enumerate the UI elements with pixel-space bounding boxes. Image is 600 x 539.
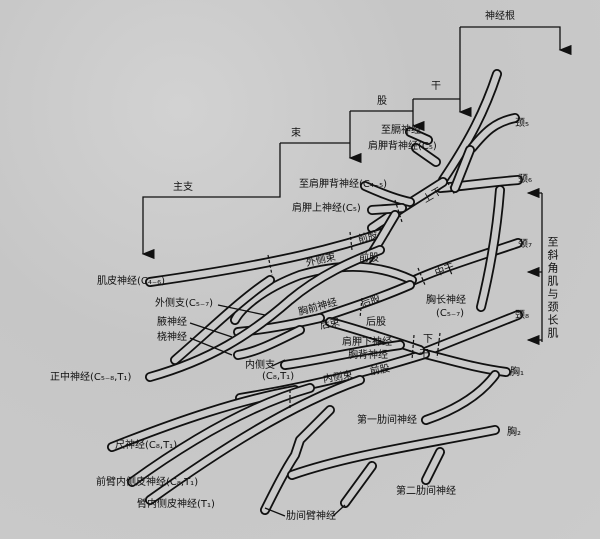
nerve-medial-antebrachial xyxy=(127,383,315,487)
root-label-t2: 胸₂ xyxy=(507,427,522,438)
label-second-intercostal: 第二肋间神经 xyxy=(396,486,456,497)
label-ulnar: 尺神经(C₈,T₁) xyxy=(115,440,178,451)
nerve-dorsal-scapular-stub xyxy=(411,143,441,167)
label-suprascapular: 肩胛上神经(C₅) xyxy=(292,203,361,214)
nerve-posterior-division-middle xyxy=(315,280,415,323)
label-posterior-division-2: 后股 xyxy=(366,317,386,328)
label-musculocutaneous: 肌皮神经(C₄₋₆) xyxy=(97,276,166,287)
nerve-root-c7 xyxy=(405,238,523,287)
nerve-radial xyxy=(233,325,305,360)
level-label-division: 股 xyxy=(377,96,387,107)
root-label-c7: 颈₇ xyxy=(518,239,533,250)
root-label-t1: 胸₁ xyxy=(510,367,525,378)
label-to-dorsal-scapular: 至肩胛背神经(C₄₋₅) xyxy=(299,179,388,190)
label-anterior-division-2: 前股 xyxy=(359,253,379,264)
label-thoracodorsal: 胸背神经 xyxy=(348,350,388,361)
nerve-second-intercostal-branch-a xyxy=(340,461,377,508)
nerve-second-intercostal-branch-b xyxy=(421,447,445,485)
nerve-musculo-lateral-branch xyxy=(170,275,275,365)
root-label-c8: 颈₈ xyxy=(515,310,530,321)
nerve-long-thoracic xyxy=(476,185,505,312)
nerve-lateral-cord xyxy=(145,227,390,287)
nerve-root-c8 xyxy=(420,310,523,357)
label-dorsal-scapular: 肩胛背神经(C₅) xyxy=(368,141,437,152)
nerve-first-intercostal xyxy=(421,370,500,425)
label-subscapular: 肩胛下神经 xyxy=(342,337,392,348)
level-indicator-lines xyxy=(141,26,572,346)
label-phrenic: 至膈神经 xyxy=(381,125,421,136)
nerve-second-intercostal xyxy=(287,425,500,480)
level-label-branch: 主支 xyxy=(173,182,193,193)
label-median: 正中神经(C₅₋₈,T₁) xyxy=(50,372,132,383)
label-axillary: 腋神经 xyxy=(157,317,187,328)
label-long-thoracic-roots: (C₅₋₇) xyxy=(436,308,465,319)
nerve-medial-brachial xyxy=(145,375,365,505)
nerve-ulnar xyxy=(107,385,300,452)
nerve-c6-to-c7-link xyxy=(450,145,475,193)
nerve-posterior-division-lower xyxy=(325,317,425,355)
label-medial-brachial: 臂内侧皮神经(T₁) xyxy=(137,499,215,510)
label-first-intercostal: 第一肋间神经 xyxy=(357,415,417,426)
level-label-trunk: 干 xyxy=(431,81,441,92)
nerve-tubes xyxy=(107,69,523,515)
label-long-thoracic: 胸长神经 xyxy=(426,295,466,306)
scalene-note: 至斜角肌与颈长肌 xyxy=(546,236,559,340)
label-medial-antebrachial: 前臂内侧皮神经(C₈,T₁) xyxy=(96,477,199,488)
nerve-suprascapular xyxy=(367,203,407,215)
nerve-root-t1 xyxy=(420,349,511,377)
nerve-median xyxy=(145,245,385,382)
label-intercostobrachial: 肋间臂神经 xyxy=(286,511,336,522)
root-label-c5: 颈₅ xyxy=(515,118,530,129)
leader-lines xyxy=(189,304,346,517)
root-label-c6: 颈₆ xyxy=(518,174,533,185)
label-lower-trunk-1: 下 xyxy=(423,334,433,345)
label-medial-root-1: 内侧支 xyxy=(245,360,275,371)
nerve-root-c6 xyxy=(435,175,523,193)
level-label-root: 神经根 xyxy=(485,11,515,22)
level-label-cord: 束 xyxy=(291,128,301,139)
nerve-to-dorsal-scapular xyxy=(360,181,415,207)
label-lower-trunk-2: 干 xyxy=(419,349,429,360)
nerve-phrenic-stub xyxy=(405,127,433,145)
label-medial-root-2: (C₈,T₁) xyxy=(262,371,295,382)
nerve-root-c4-c5 xyxy=(438,69,502,185)
division-boundaries xyxy=(267,177,456,410)
nerve-middle-trunk-anterior xyxy=(230,261,417,325)
nerve-pectoral-medial xyxy=(280,340,405,370)
label-lateral-root: 外侧支(C₅₋₇) xyxy=(155,298,214,309)
nerve-root-c5-branch xyxy=(467,113,520,153)
nerve-intercostobrachial xyxy=(260,405,335,515)
label-radial: 桡神经 xyxy=(157,332,187,343)
